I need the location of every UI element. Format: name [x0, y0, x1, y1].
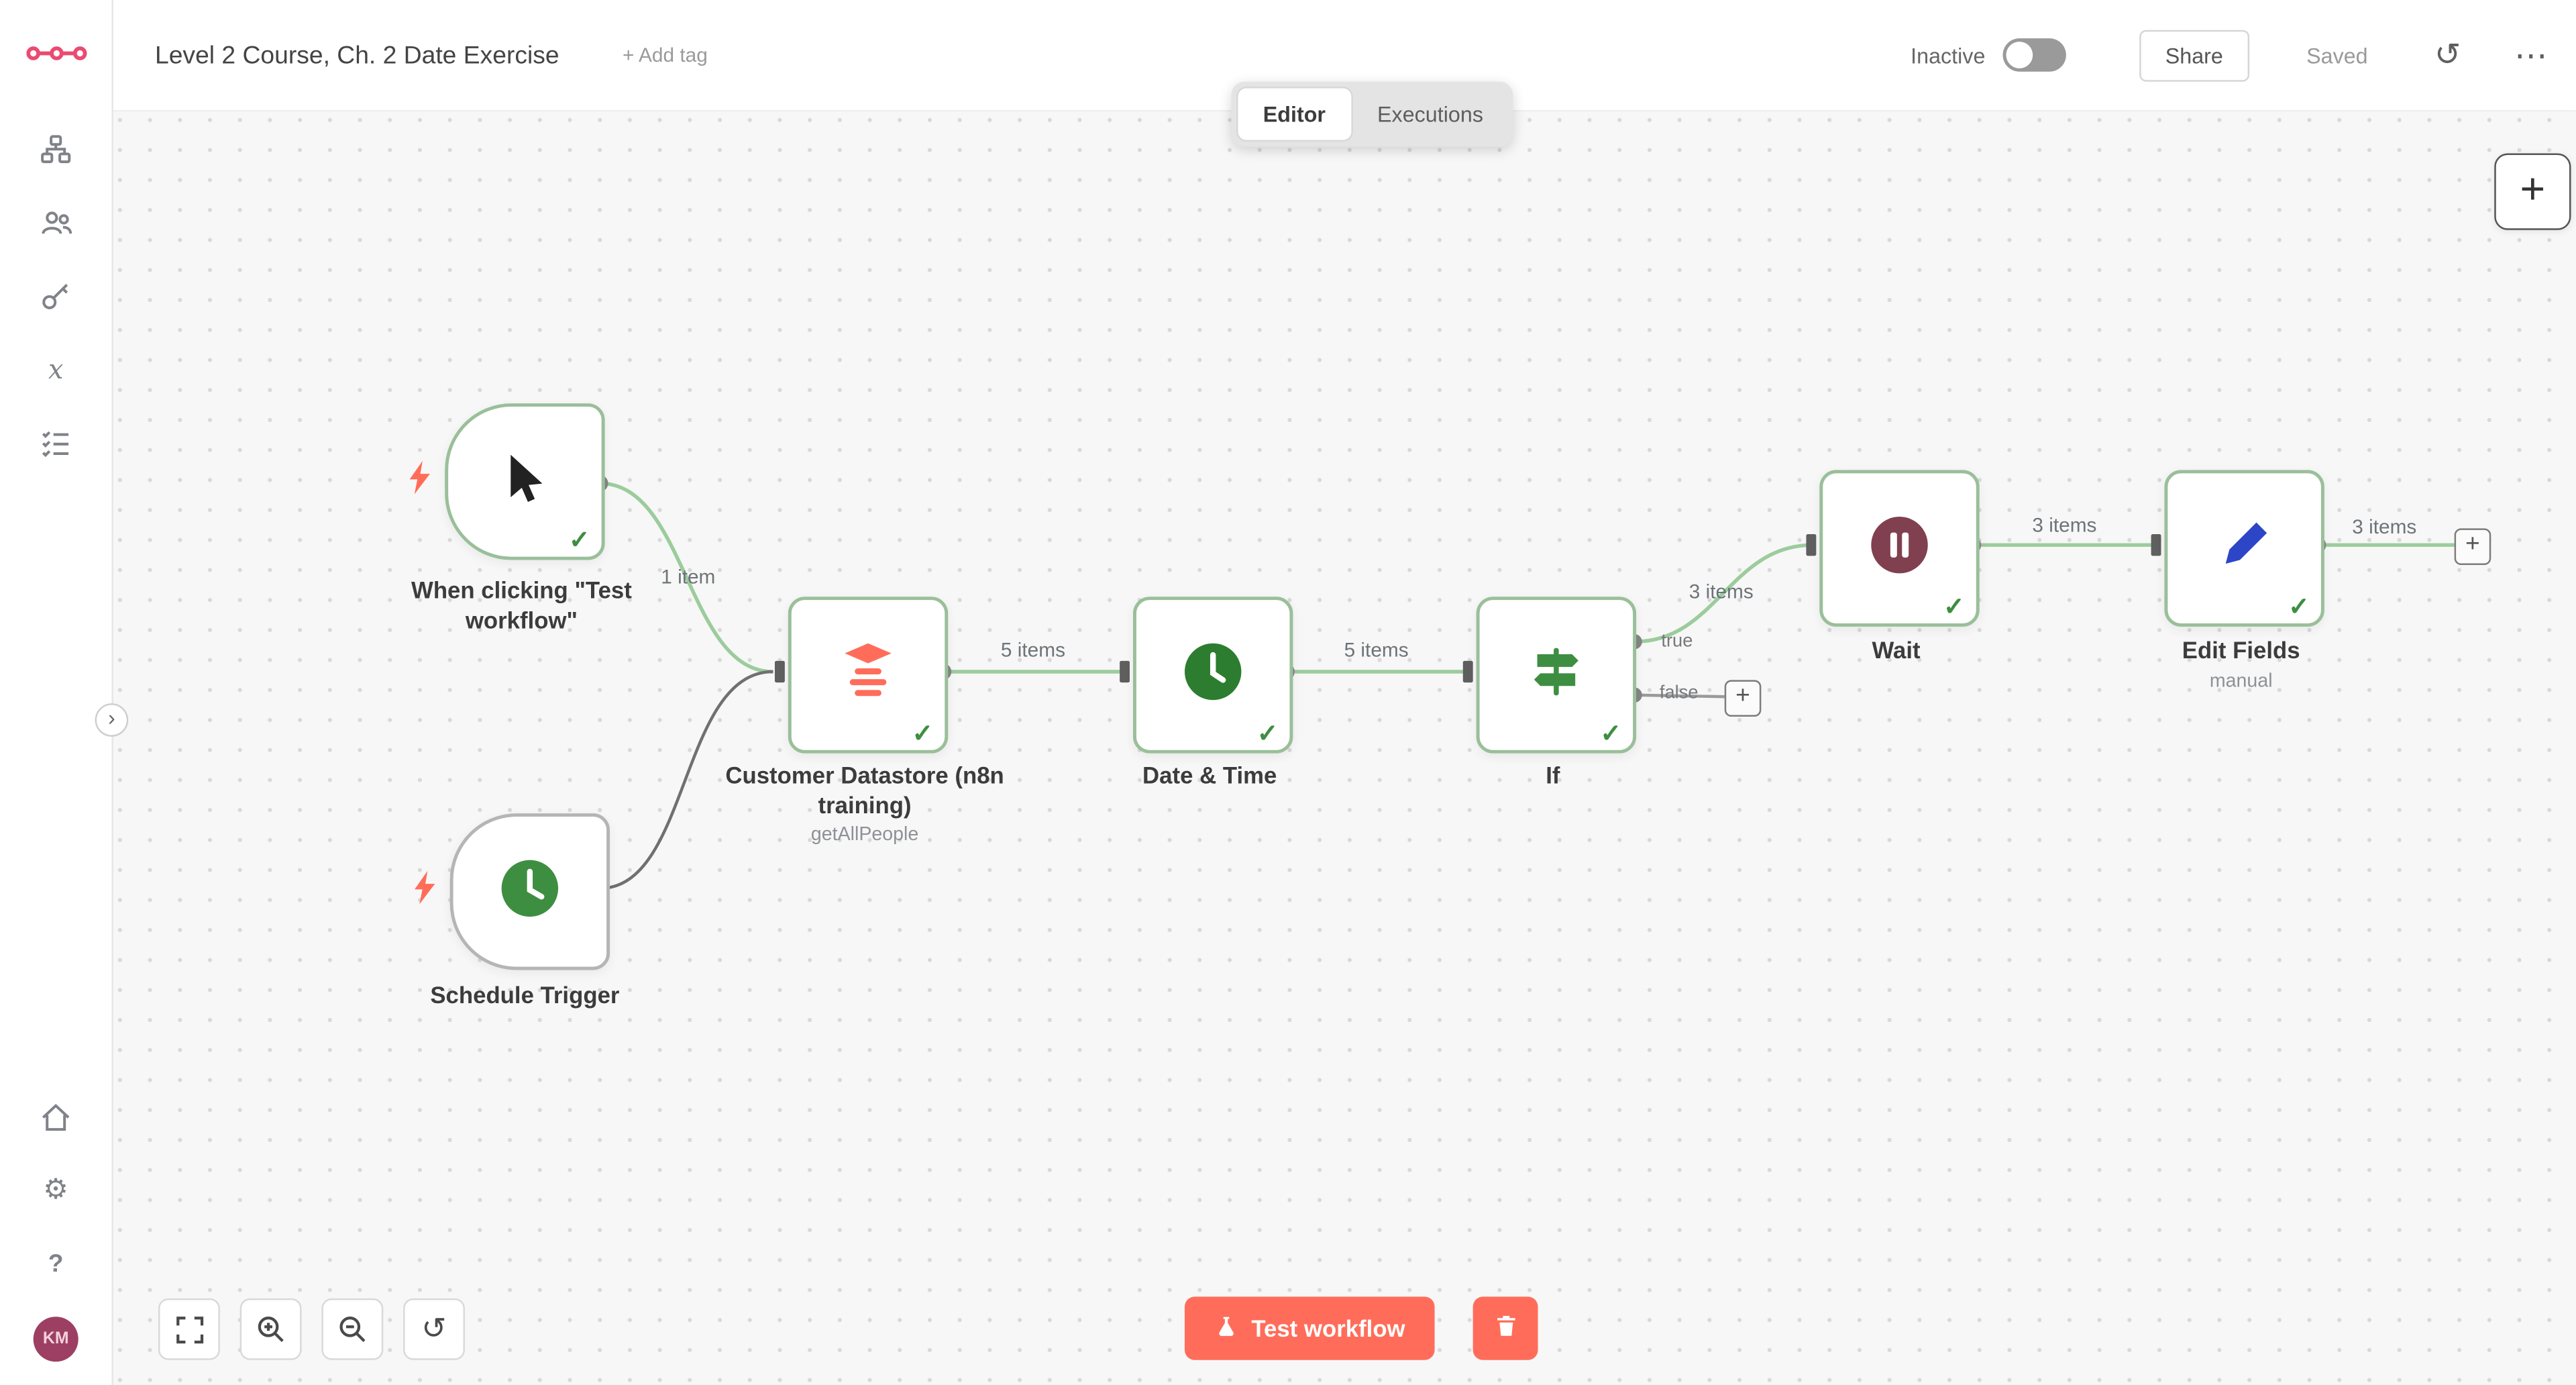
success-check-icon: ✓ — [1943, 593, 1965, 622]
add-node-button[interactable]: + — [2494, 153, 2571, 230]
tab-executions[interactable]: Executions — [1377, 101, 1483, 127]
activation-toggle[interactable] — [2002, 38, 2065, 72]
node-title: Date & Time — [1142, 762, 1277, 788]
help-icon[interactable]: ? — [48, 1249, 64, 1278]
node-label: When clicking "Test workflow" — [380, 576, 663, 635]
more-options-icon[interactable]: ⋯ — [2514, 37, 2550, 74]
test-workflow-label: Test workflow — [1251, 1315, 1405, 1342]
node-label: If — [1411, 762, 1695, 790]
pencil-icon — [2214, 514, 2274, 582]
main-sidebar: x ⚙ ? KM — [0, 0, 113, 1385]
zoom-out-button[interactable] — [321, 1298, 384, 1360]
activation-status-label: Inactive — [1911, 42, 1986, 68]
node-label: Date & Time — [1068, 762, 1351, 790]
success-check-icon: ✓ — [569, 526, 590, 556]
add-node-button-false-branch[interactable]: + — [1724, 680, 1762, 717]
success-check-icon: ✓ — [1600, 720, 1621, 749]
success-check-icon: ✓ — [1256, 720, 1279, 749]
node-label: Edit Fields manual — [2100, 637, 2383, 691]
node-label: Wait — [1754, 637, 2037, 666]
mouse-cursor-icon — [496, 449, 553, 514]
trash-icon — [1492, 1312, 1519, 1345]
sidebar-item-executions[interactable] — [25, 411, 85, 471]
datastore-icon — [835, 639, 901, 711]
node-label: Customer Datastore (n8n training) getAll… — [723, 762, 1006, 845]
schedule-clock-icon — [496, 854, 563, 929]
success-check-icon: ✓ — [912, 720, 933, 749]
node-if[interactable]: ✓ — [1476, 597, 1637, 754]
tab-editor[interactable]: Editor — [1236, 87, 1352, 142]
node-title: When clicking "Test workflow" — [411, 576, 632, 633]
node-date-time[interactable]: ✓ — [1132, 597, 1293, 754]
node-subtitle: getAllPeople — [810, 825, 919, 845]
connection-label-5-items: 5 items — [1000, 638, 1066, 662]
if-false-output-label: false — [1659, 683, 1699, 704]
flask-icon — [1215, 1313, 1238, 1344]
connection-label-3-items: 3 items — [2352, 515, 2417, 539]
success-check-icon: ✓ — [2288, 593, 2310, 622]
node-schedule-trigger[interactable] — [415, 813, 610, 970]
wait-pause-icon — [1866, 511, 1933, 586]
history-icon[interactable]: ↺ — [2434, 37, 2461, 73]
settings-gear-icon[interactable]: ⚙ — [43, 1173, 69, 1205]
node-subtitle: manual — [2209, 670, 2273, 691]
delete-workflow-button[interactable] — [1472, 1296, 1538, 1360]
trigger-bolt-icon — [409, 460, 433, 503]
node-title: If — [1546, 762, 1560, 788]
connection-label-1-item: 1 item — [661, 565, 716, 588]
datetime-clock-icon — [1180, 637, 1246, 713]
sidebar-item-home[interactable] — [25, 1086, 85, 1146]
zoom-in-button[interactable] — [239, 1298, 302, 1360]
add-node-button-edit-fields-output[interactable]: + — [2454, 528, 2491, 566]
if-signpost-icon — [1525, 639, 1588, 711]
workflow-title[interactable]: Level 2 Course, Ch. 2 Date Exercise — [154, 40, 559, 70]
node-title: Customer Datastore (n8n training) — [725, 762, 1004, 818]
connection-label-5-items: 5 items — [1344, 638, 1409, 662]
editor-executions-tabs: Editor Executions — [1231, 81, 1513, 147]
saved-status: Saved — [2306, 42, 2368, 68]
sidebar-expand-chevron[interactable]: › — [95, 703, 129, 737]
node-title: Wait — [1872, 636, 1921, 664]
sidebar-item-workflows[interactable] — [25, 118, 85, 178]
fit-view-button[interactable] — [158, 1298, 220, 1360]
sidebar-item-credentials[interactable] — [25, 265, 85, 325]
node-customer-datastore[interactable]: ✓ — [788, 597, 949, 754]
connection-label-3-items: 3 items — [2032, 513, 2097, 537]
node-when-clicking-test-workflow[interactable]: ✓ — [409, 403, 605, 560]
sidebar-item-templates[interactable] — [25, 192, 85, 252]
n8n-logo[interactable] — [24, 37, 87, 79]
header-right-group: Inactive Share Saved ↺ ⋯ — [1911, 29, 2549, 81]
test-workflow-button[interactable]: Test workflow — [1184, 1296, 1436, 1360]
toggle-knob — [2005, 42, 2032, 68]
node-wait[interactable]: ✓ — [1819, 470, 1980, 627]
trigger-bolt-icon — [413, 870, 438, 913]
sidebar-item-variables[interactable]: x — [48, 352, 64, 384]
connection-label-3-items: 3 items — [1688, 580, 1754, 604]
if-true-output-label: true — [1661, 631, 1693, 652]
reset-zoom-button[interactable]: ↺ — [403, 1298, 465, 1360]
add-tag-button[interactable]: + Add tag — [623, 43, 708, 67]
user-avatar[interactable]: KM — [33, 1317, 78, 1362]
node-edit-fields[interactable]: ✓ — [2164, 470, 2324, 627]
node-label: Schedule Trigger — [383, 982, 666, 1011]
share-button[interactable]: Share — [2138, 29, 2250, 81]
node-title: Edit Fields — [2182, 636, 2300, 664]
node-title: Schedule Trigger — [430, 981, 620, 1009]
